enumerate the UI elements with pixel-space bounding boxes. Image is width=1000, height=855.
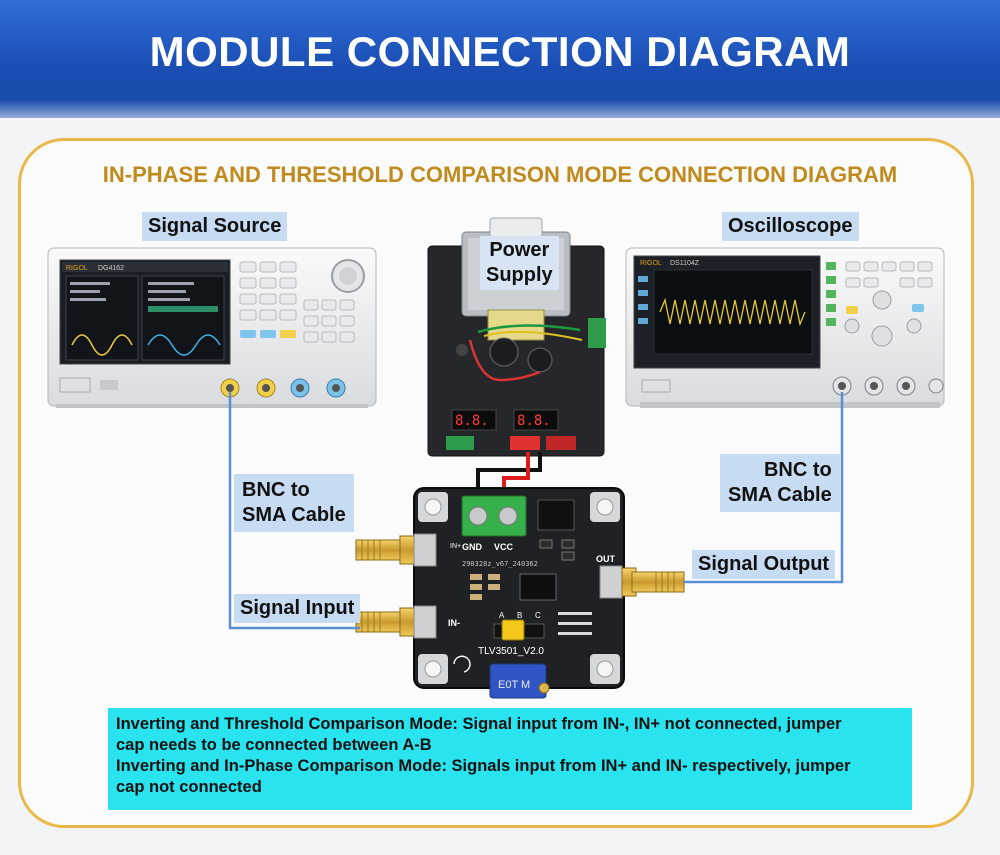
power-supply-label-line2: Supply (486, 264, 553, 286)
in-plus-label: IN+ (450, 543, 461, 550)
note-line-1: Inverting and Threshold Comparison Mode:… (116, 715, 842, 733)
sma-connector-in-minus (355, 605, 437, 639)
scope-model: DS1104Z (670, 260, 700, 267)
input-cable (228, 392, 360, 630)
bnc-right-label-line2: SMA Cable (728, 484, 832, 506)
page-title: MODULE CONNECTION DIAGRAM (149, 28, 851, 75)
note-line-2: cap needs to be connected between A-B (116, 736, 432, 754)
power-supply-label: Power Supply (480, 236, 559, 290)
power-supply-label-line1: Power (489, 239, 550, 261)
board-serial: 290328z_v67_240362 (462, 560, 538, 568)
pot-label: E0T M (498, 679, 530, 691)
oscilloscope-label: Oscilloscope (722, 212, 859, 241)
output-cable (684, 392, 844, 584)
comparator-module: GND VCC OUT IN- IN+ 290328z_v67_240362 A… (413, 487, 625, 699)
note-line-4: cap not connected (116, 778, 262, 796)
vcc-pin-label: VCC (494, 542, 514, 552)
oscilloscope-device: RIGOL DS1104Z (625, 247, 945, 408)
sma-connector-out (599, 565, 685, 599)
bnc-right-label-line1: BNC to (763, 459, 832, 481)
svg-text:8.8.: 8.8. (517, 413, 551, 429)
bnc-left-label-line1: BNC to (242, 479, 310, 501)
chip-label: TLV3501_V2.0 (478, 646, 544, 657)
jumper-b-label: B (517, 611, 522, 620)
bnc-right-label: BNC to SMA Cable (720, 454, 840, 512)
header-glow (0, 100, 1000, 118)
signal-input-label: Signal Input (234, 594, 361, 623)
signal-output-label: Signal Output (692, 550, 836, 579)
jumper-c-label: C (535, 611, 541, 620)
sma-connector-in-plus (355, 533, 437, 567)
signal-generator: RIGOL DG4162 (47, 247, 377, 408)
mode-notes: Inverting and Threshold Comparison Mode:… (108, 708, 912, 810)
scope-brand: RIGOL (640, 260, 662, 267)
jumper-a-label: A (499, 611, 505, 620)
siggen-brand: RIGOL (66, 265, 88, 272)
header-banner (0, 0, 1000, 118)
gnd-pin-label: GND (462, 542, 483, 552)
bnc-left-label-line2: SMA Cable (242, 504, 346, 526)
out-pin-label: OUT (596, 554, 616, 564)
siggen-model: DG4162 (98, 265, 124, 272)
note-line-3: Inverting and In-Phase Comparison Mode: … (116, 757, 851, 775)
bnc-left-label: BNC to SMA Cable (234, 474, 354, 532)
diagram-subtitle: IN-PHASE AND THRESHOLD COMPARISON MODE C… (102, 162, 898, 187)
signal-source-label: Signal Source (142, 212, 288, 241)
svg-text:8.8.: 8.8. (455, 413, 489, 429)
in-minus-label: IN- (448, 618, 460, 628)
